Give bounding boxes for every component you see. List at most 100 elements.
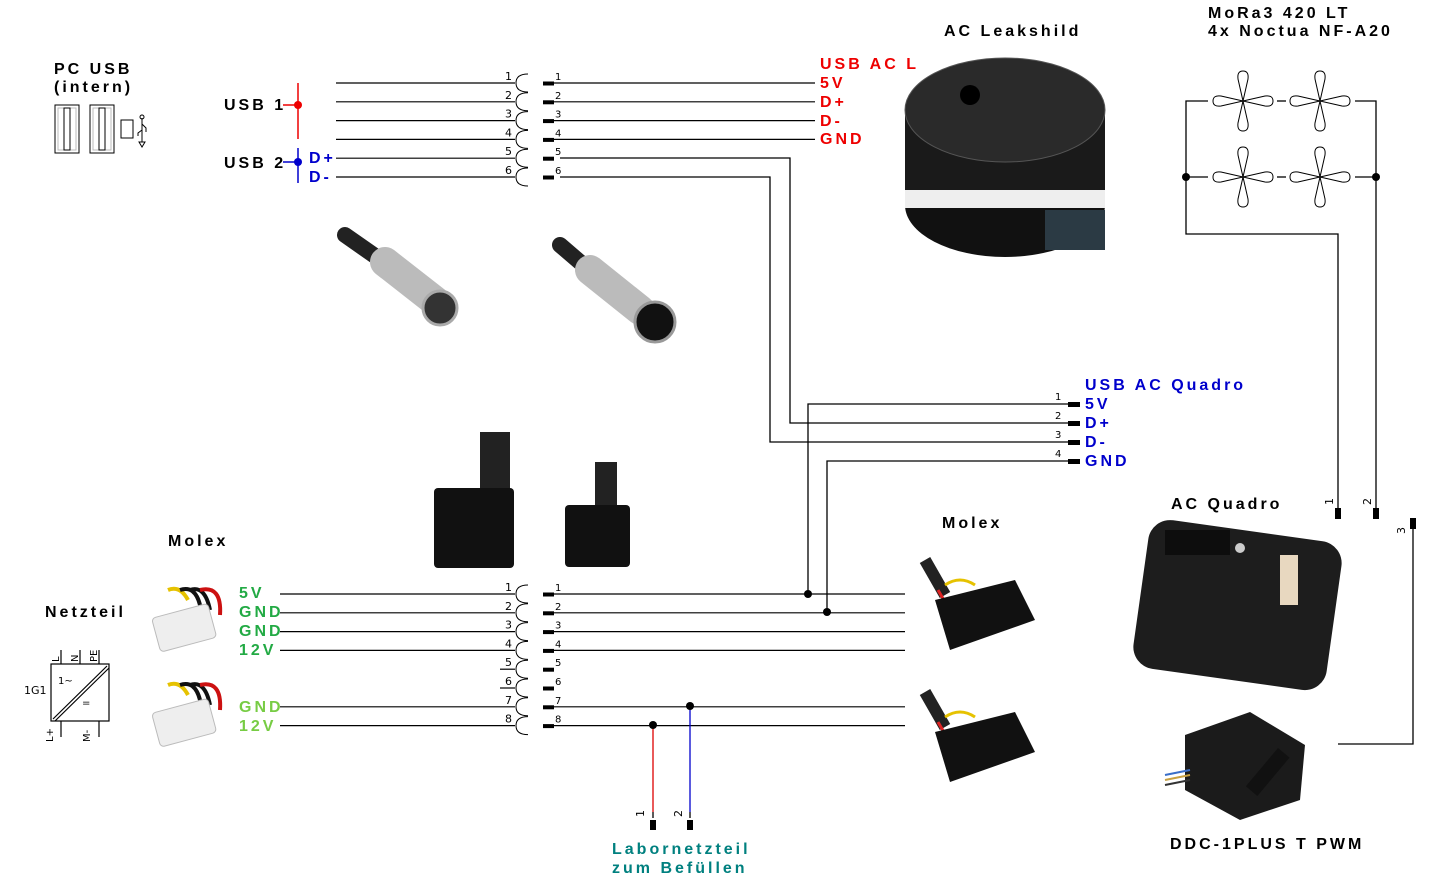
svg-text:N: N	[70, 655, 81, 662]
pc-usb-title: PC USB	[54, 61, 133, 78]
labornetzteil-title: Labornetzteil	[612, 841, 751, 858]
usb-ac-quadro-pin-dminus: D-	[1085, 434, 1108, 451]
quadro-usb-pin	[1068, 440, 1080, 445]
svg-text:3: 3	[1395, 527, 1408, 534]
pin-number-right: 1	[555, 72, 561, 83]
atx-8pin-connector-image	[434, 432, 514, 568]
pin-number-right: 5	[555, 147, 561, 158]
svg-text:1: 1	[1323, 498, 1336, 505]
svg-text:1: 1	[634, 810, 647, 817]
usb2-dminus-label: D-	[309, 169, 332, 186]
svg-text:PE: PE	[89, 650, 100, 662]
pin-number-left: 4	[505, 126, 512, 139]
usb-ac-l-pin-dplus: D+	[820, 94, 847, 111]
pin-number-left: 1	[505, 581, 512, 594]
usb-ac-l-pin-gnd: GND	[820, 131, 865, 148]
netzteil-title: Netzteil	[45, 604, 126, 621]
molex-plug-2-image	[152, 681, 223, 747]
pin-number-left: 7	[505, 694, 512, 707]
pin-number-left: 4	[505, 637, 512, 650]
pin-number-right: 4	[555, 128, 561, 139]
fan-icon	[1289, 70, 1351, 132]
usb2-label: USB 2	[224, 155, 287, 172]
usb-ac-l-pin-dminus: D-	[820, 113, 843, 130]
pin-number-right: 4	[555, 639, 561, 650]
fan-icon	[1212, 70, 1274, 132]
svg-text:2: 2	[672, 810, 685, 817]
pin-number-right: 5	[555, 658, 561, 669]
atx-8pin-receptacle-image	[565, 462, 630, 567]
quadro-usb-pin-number: 3	[1055, 430, 1061, 441]
molex2-pin-gnd: GND	[239, 699, 284, 716]
usb-ac-quadro-pin-gnd: GND	[1085, 453, 1130, 470]
molex1-pin-gnd-2: GND	[239, 623, 284, 640]
svg-text:=: =	[82, 698, 90, 709]
usb-ac-l-title: USB AC L	[820, 56, 919, 73]
pc-usb-subtitle: (intern)	[54, 79, 134, 96]
pin-number-left: 3	[505, 619, 512, 632]
usb-ac-quadro-pin-dplus: D+	[1085, 415, 1112, 432]
svg-text:M-: M-	[82, 729, 93, 742]
din-connector-male-image	[552, 237, 677, 344]
psu-symbol	[50, 650, 110, 737]
usb-routing	[560, 157, 1070, 612]
ac-leakshield-image	[904, 57, 1106, 257]
fan-icon	[1212, 146, 1274, 208]
din-connector-female-image	[337, 227, 459, 327]
molex1-pin-gnd-1: GND	[239, 604, 284, 621]
pin-number-right: 3	[555, 621, 561, 632]
svg-text:L+: L+	[45, 728, 56, 742]
molex-right-title: Molex	[942, 515, 1003, 532]
mora-subtitle: 4x Noctua NF-A20	[1208, 23, 1393, 40]
pin-number-left: 2	[505, 600, 512, 613]
molex-left-title: Molex	[168, 533, 229, 550]
pin-number-right: 7	[555, 696, 561, 707]
ac-leakshield-title: AC Leakshild	[944, 23, 1082, 40]
pin-number-right: 2	[555, 91, 561, 102]
ddc-pump-image	[1164, 712, 1305, 820]
labornetzteil-subtitle: zum Befüllen	[612, 860, 748, 877]
molex1-pin-12v: 12V	[239, 642, 277, 659]
molex-plug-1-image	[152, 586, 223, 652]
ac-quadro-title: AC Quadro	[1171, 496, 1283, 513]
svg-text:1G1: 1G1	[24, 684, 47, 697]
quadro-usb-pin-number: 2	[1055, 411, 1061, 422]
svg-text:2: 2	[1361, 498, 1374, 505]
pin-number-right: 8	[555, 715, 561, 726]
pin-number-right: 1	[555, 583, 561, 594]
usb2-bus	[283, 148, 302, 183]
quadro-usb-pins: 1 2 3 4	[1055, 392, 1080, 464]
pin-number-left: 6	[505, 675, 512, 688]
pin-number-right: 6	[555, 677, 561, 688]
junction-dot	[823, 608, 831, 616]
usb1-bus	[283, 83, 302, 139]
mora-title: MoRa3 420 LT	[1208, 5, 1351, 22]
psu-symbol-text: 1~ = 1G1 L N PE L+ M-	[24, 650, 100, 742]
fan-icon	[1289, 146, 1351, 208]
junction-dot	[804, 590, 812, 598]
pin-number-left: 6	[505, 164, 512, 177]
molex-receptacle-2-image	[919, 689, 1035, 782]
pin-number-left: 5	[505, 656, 512, 669]
molex2-pin-12v: 12V	[239, 718, 277, 735]
quadro-usb-pin-number: 4	[1055, 449, 1061, 460]
quadro-usb-pin	[1068, 421, 1080, 426]
molex-receptacle-1-image	[919, 557, 1035, 650]
mora-fan-array: 1 2 3	[1182, 70, 1416, 745]
quadro-usb-pin-number: 1	[1055, 392, 1061, 403]
pin-number-left: 3	[505, 108, 512, 121]
usb-ac-quadro-title: USB AC Quadro	[1085, 377, 1247, 394]
